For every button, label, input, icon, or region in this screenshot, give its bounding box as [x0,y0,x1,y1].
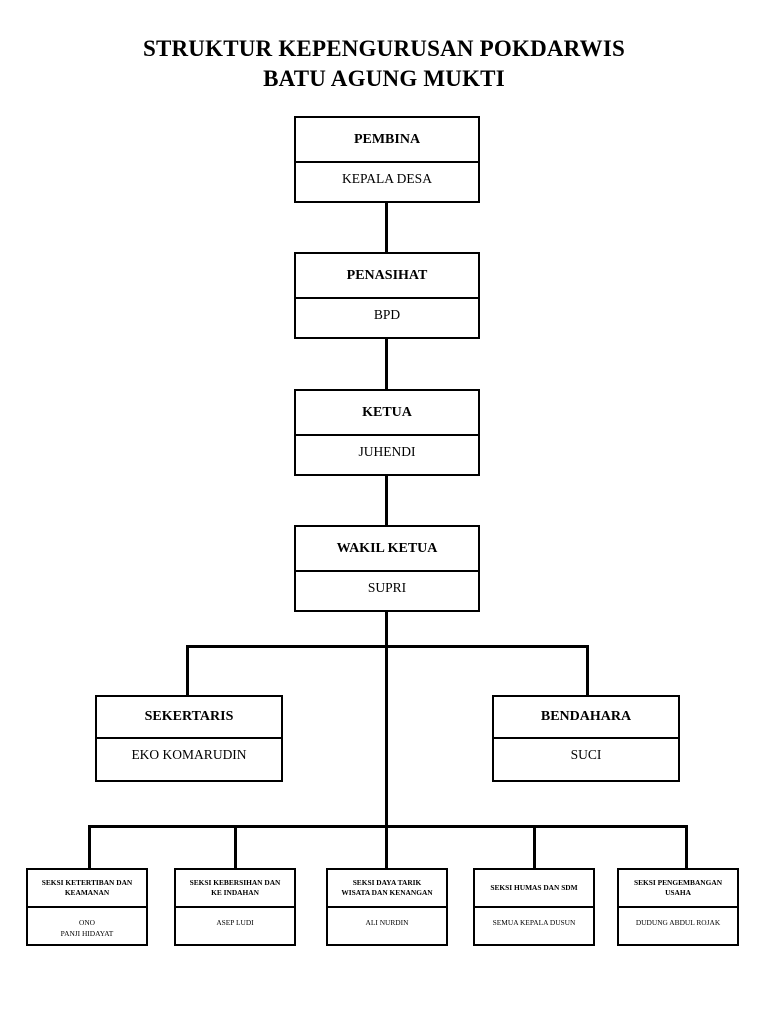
node-bendahara-name: SUCI [570,747,602,762]
connector-pembina-to-penasihat [385,203,388,252]
node-bendahara-title: BENDAHARA [494,697,678,739]
connector-penasihat-to-ketua [385,339,388,389]
node-wakil-ketua: WAKIL KETUA SUPRI [294,525,480,612]
node-seksi-humas-sdm-name: SEMUA KEPALA DUSUN [492,918,576,927]
node-sekertaris-title: SEKERTARIS [97,697,281,739]
node-seksi-humas-sdm: SEKSI HUMAS DAN SDM SEMUA KEPALA DUSUN [473,868,595,946]
node-penasihat: PENASIHAT BPD [294,252,480,339]
node-sekertaris-name: EKO KOMARUDIN [131,747,247,762]
connector-drop-seksi-1 [234,825,237,868]
page-title: STRUKTUR KEPENGURUSAN POKDARWIS BATU AGU… [0,34,768,94]
node-wakil-ketua-title: WAKIL KETUA [296,527,478,572]
node-seksi-pengembangan-usaha-name: DUDUNG ABDUL ROJAK [635,918,721,927]
node-pembina-name: KEPALA DESA [342,171,432,186]
node-seksi-kebersihan-keindahan-title: SEKSI KEBERSIHAN DAN KE INDAHAN [176,870,294,908]
connector-drop-seksi-0 [88,825,91,868]
connector-wakil-to-officers-trunk [385,612,388,827]
connector-officers-horizontal [186,645,589,648]
connector-drop-seksi-2 [385,825,388,868]
connector-drop-sekertaris [186,645,189,695]
connector-drop-seksi-3 [533,825,536,868]
node-seksi-ketertiban-keamanan: SEKSI KETERTIBAN DAN KEAMANAN ONO PANJI … [26,868,148,946]
node-ketua: KETUA JUHENDI [294,389,480,476]
node-pembina: PEMBINA KEPALA DESA [294,116,480,203]
node-ketua-title: KETUA [296,391,478,436]
node-seksi-ketertiban-keamanan-title: SEKSI KETERTIBAN DAN KEAMANAN [28,870,146,908]
node-bendahara: BENDAHARA SUCI [492,695,680,782]
node-seksi-pengembangan-usaha-title: SEKSI PENGEMBANGAN USAHA [619,870,737,908]
page-title-line-1: STRUKTUR KEPENGURUSAN POKDARWIS [142,36,626,61]
node-seksi-daya-tarik-wisata: SEKSI DAYA TARIK WISATA DAN KENANGAN ALI… [326,868,448,946]
connector-drop-bendahara [586,645,589,695]
node-seksi-kebersihan-keindahan: SEKSI KEBERSIHAN DAN KE INDAHAN ASEP LUD… [174,868,296,946]
node-ketua-name: JUHENDI [358,444,416,459]
node-sekertaris: SEKERTARIS EKO KOMARUDIN [95,695,283,782]
node-seksi-ketertiban-keamanan-name: ONO PANJI HIDAYAT [60,918,114,938]
node-penasihat-title: PENASIHAT [296,254,478,299]
node-pembina-title: PEMBINA [296,118,478,163]
connector-sections-horizontal [88,825,688,828]
page-title-line-2: BATU AGUNG MUKTI [263,66,505,91]
node-seksi-humas-sdm-title: SEKSI HUMAS DAN SDM [475,870,593,908]
node-seksi-daya-tarik-wisata-name: ALI NURDIN [365,918,409,927]
connector-ketua-to-wakil [385,476,388,525]
node-penasihat-name: BPD [373,307,401,322]
connector-drop-seksi-4 [685,825,688,868]
node-wakil-ketua-name: SUPRI [367,580,407,595]
node-seksi-daya-tarik-wisata-title: SEKSI DAYA TARIK WISATA DAN KENANGAN [328,870,446,908]
node-seksi-kebersihan-keindahan-name: ASEP LUDI [216,918,254,927]
node-seksi-pengembangan-usaha: SEKSI PENGEMBANGAN USAHA DUDUNG ABDUL RO… [617,868,739,946]
